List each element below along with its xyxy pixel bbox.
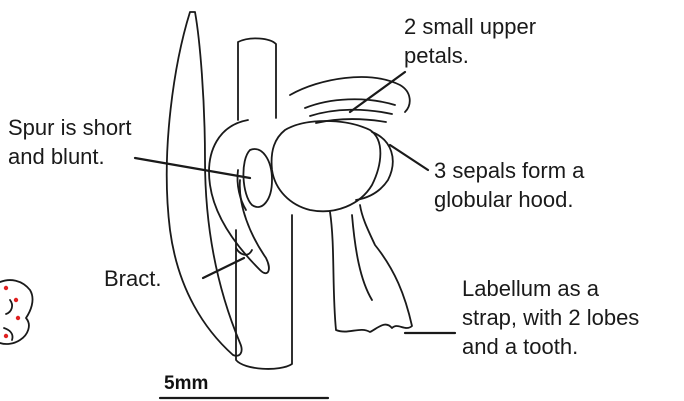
ovary-shape <box>209 120 269 273</box>
label-sepals: 3 sepals form a globular hood. <box>434 156 584 214</box>
pointer-sepals <box>390 145 428 170</box>
labellum-shape <box>330 205 412 332</box>
pointer-spur <box>135 158 250 178</box>
label-spur: Spur is short and blunt. <box>8 113 132 171</box>
upper-petal-arc-1 <box>305 99 395 108</box>
pointer-bract <box>203 258 244 278</box>
inset-dot-4 <box>4 334 8 338</box>
inset-dot-1 <box>4 286 8 290</box>
label-bract: Bract. <box>104 264 161 293</box>
scale-bar-label: 5mm <box>164 373 208 395</box>
label-sepals-line-1: 3 sepals form a <box>434 156 584 185</box>
sepal-hood-side <box>356 132 393 200</box>
bract-shape <box>167 12 242 356</box>
inset-dot-2 <box>14 298 18 302</box>
label-spur-line-1: Spur is short <box>8 113 132 142</box>
label-spur-line-2: and blunt. <box>8 142 132 171</box>
label-bract-text: Bract. <box>104 264 161 293</box>
labellum-fold <box>352 215 372 300</box>
inset-dot-3 <box>16 316 20 320</box>
label-upper-petals: 2 small upper petals. <box>404 12 536 70</box>
label-sepals-line-2: globular hood. <box>434 185 584 214</box>
label-upper-petals-line-2: petals. <box>404 41 536 70</box>
stem-lower <box>236 215 292 369</box>
label-labellum-line-1: Labellum as a <box>462 274 639 303</box>
label-labellum-line-3: and a tooth. <box>462 332 639 361</box>
label-upper-petals-line-1: 2 small upper <box>404 12 536 41</box>
label-labellum-line-2: strap, with 2 lobes <box>462 303 639 332</box>
stem-upper <box>238 38 276 120</box>
label-labellum: Labellum as a strap, with 2 lobes and a … <box>462 274 639 361</box>
